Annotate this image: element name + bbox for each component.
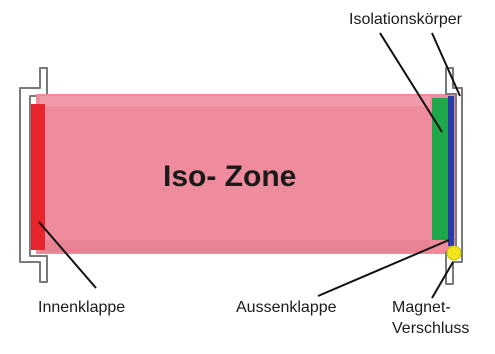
leader-aussenklappe xyxy=(317,239,450,297)
label-magnet-line2: Verschluss xyxy=(392,320,470,337)
label-isolationskoerper: Isolationskörper xyxy=(349,11,462,28)
iso-zone-area xyxy=(36,94,456,254)
label-innenklappe: Innenklappe xyxy=(38,299,126,316)
right-frame-bracket xyxy=(445,67,463,285)
iso-zone-label: Iso- Zone xyxy=(163,160,297,193)
leader-isolationskoerper-2 xyxy=(431,32,461,97)
leader-magnet xyxy=(431,261,454,299)
label-magnet-line1: Magnet- xyxy=(392,299,451,316)
leader-isolationskoerper-1 xyxy=(379,32,443,133)
innenklappe-bar xyxy=(31,104,45,250)
iso-zone-shade-top xyxy=(40,96,430,106)
aussenklappe-green xyxy=(432,98,448,240)
label-aussenklappe: Aussenklappe xyxy=(236,299,337,316)
leader-innenklappe xyxy=(38,221,97,289)
magnet-verschluss-dot xyxy=(446,245,462,261)
iso-zone-shade-bottom xyxy=(40,240,430,252)
aussenklappe-blue-edge xyxy=(448,96,454,246)
